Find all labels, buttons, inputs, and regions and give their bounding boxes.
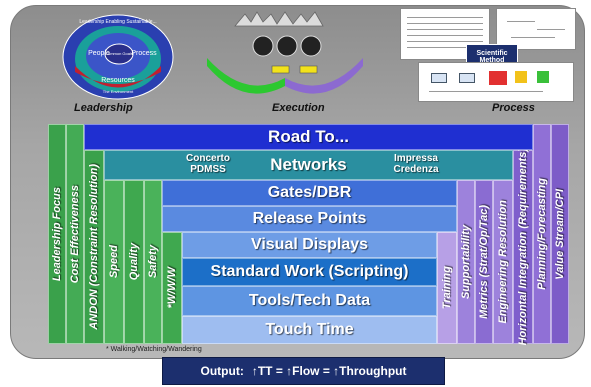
column-cost-effectiveness: Cost Effectiveness <box>66 124 84 344</box>
bar-networks: Networks <box>104 150 513 180</box>
execution-graphic <box>207 11 363 94</box>
column-supportability: Supportability <box>457 180 475 344</box>
output-label: Output: <box>200 364 244 378</box>
resources-label: Resources <box>101 77 135 84</box>
process-circle-label: Process <box>131 50 157 57</box>
column-metrics: Metrics (Strat/Op/Tac) <box>475 180 493 344</box>
column-planning-forecasting: Planning/Forecasting <box>533 124 551 344</box>
bar-visual-displays: Visual Displays <box>182 232 437 258</box>
process-map-thumbnail <box>418 62 574 102</box>
leadership-ring-top-text: Leadership Enabling Sustainable... <box>79 19 156 25</box>
column-www: *W/W/W <box>162 232 182 344</box>
caption-leadership: Leadership <box>74 102 133 114</box>
column-andon: ANDON (Constraint Resolution) <box>84 150 104 344</box>
bar-standard-work: Standard Work (Scripting) <box>182 258 437 286</box>
green-swoosh <box>207 58 285 94</box>
purple-swoosh <box>285 58 363 94</box>
bar-touch-time: Touch Time <box>182 316 437 344</box>
column-value-stream: Value Stream/CPI <box>551 124 569 344</box>
execution-node-1 <box>252 35 274 57</box>
column-safety: Safety <box>144 180 162 344</box>
output-formula: ↑TT = ↑Flow = ↑Throughput <box>251 364 407 378</box>
column-horizontal-integration: Horizontal Integration (Requirements) <box>513 148 533 346</box>
environment-label: The Environment <box>103 89 134 94</box>
common-goals-label: Common Goals <box>105 51 133 56</box>
yellow-box-2 <box>299 65 318 74</box>
caption-execution: Execution <box>272 102 325 114</box>
caption-process: Process <box>492 102 535 114</box>
bar-road-to: Road To... <box>84 124 533 150</box>
column-training: Training <box>437 232 457 344</box>
concerto-label: Concerto PDMSS <box>186 153 230 175</box>
output-box: Output: ↑TT = ↑Flow = ↑Throughput <box>162 357 445 385</box>
people-label: People <box>88 50 110 57</box>
bar-tools-tech-data: Tools/Tech Data <box>182 286 437 316</box>
impressa-label: Impressa Credenza <box>393 153 439 175</box>
footnote: * Walking/Watching/Wandering <box>106 346 202 353</box>
column-leadership-focus: Leadership Focus <box>48 124 66 344</box>
leadership-circle-diagram: Leadership Enabling Sustainable... Peopl… <box>62 14 174 100</box>
column-speed: Speed <box>104 180 124 344</box>
yellow-box-1 <box>271 65 290 74</box>
column-engineering-resolution: Engineering Resolution <box>493 180 513 344</box>
factory-icon <box>234 11 324 27</box>
bar-gates-dbr: Gates/DBR <box>162 180 457 206</box>
column-quality: Quality <box>124 180 144 344</box>
process-flow-thumbnail <box>496 8 576 50</box>
bar-release-points: Release Points <box>162 206 457 232</box>
execution-node-2 <box>276 35 298 57</box>
execution-node-3 <box>300 35 322 57</box>
